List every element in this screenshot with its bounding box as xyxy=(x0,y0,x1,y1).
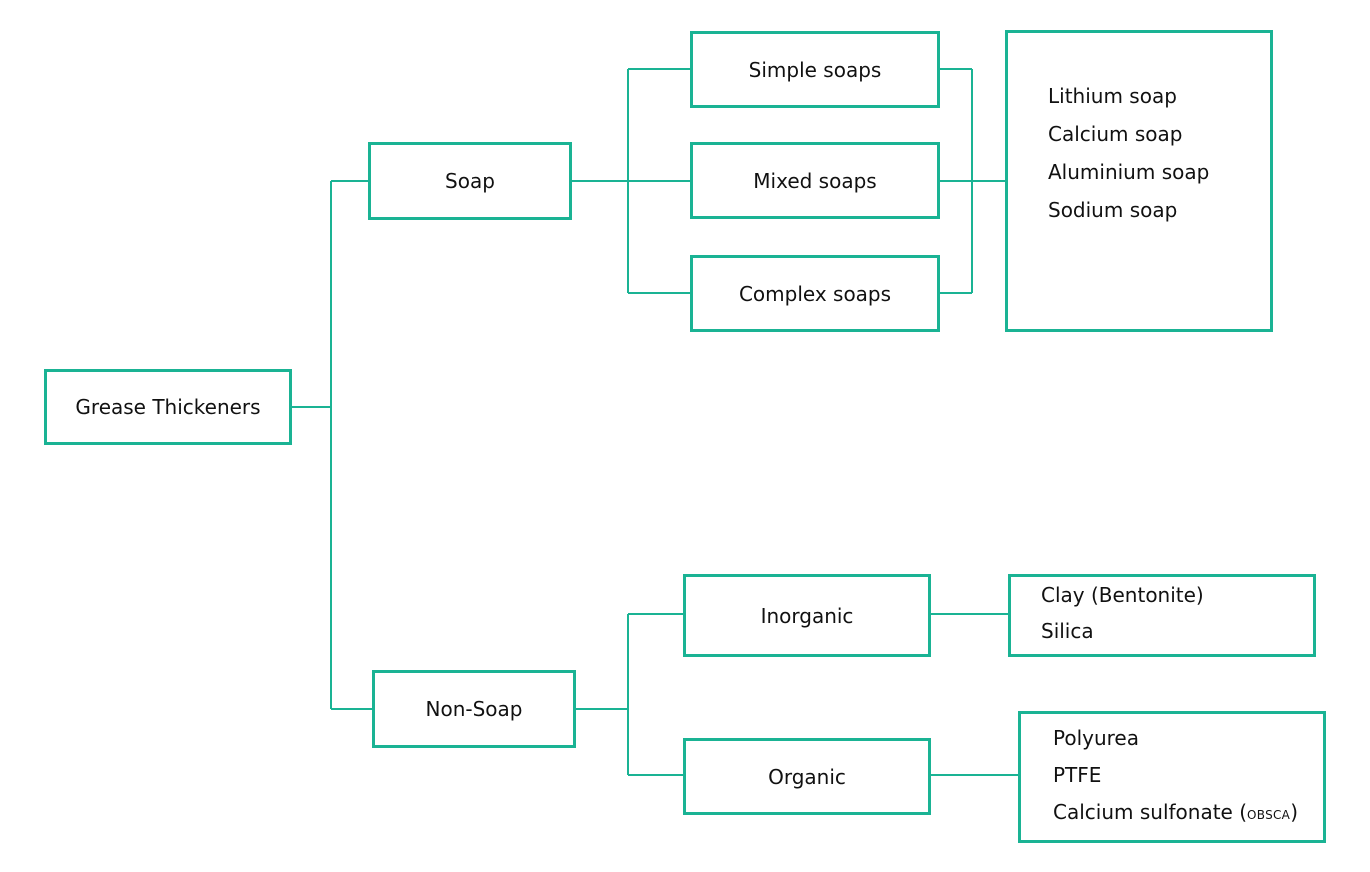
node-non-soap-label: Non-Soap xyxy=(425,697,523,721)
obsca-abbreviation: OBSCA xyxy=(1247,808,1291,822)
node-complex-soaps: Complex soaps xyxy=(690,255,940,332)
node-organic: Organic xyxy=(683,738,931,815)
organic-example-item-calcium-sulfonate: Calcium sulfonate (OBSCA) xyxy=(1053,794,1323,834)
node-simple-soaps-label: Simple soaps xyxy=(748,57,882,82)
organic-example-item: PTFE xyxy=(1053,763,1102,787)
inorganic-example-item: Clay (Bentonite) xyxy=(1041,582,1204,607)
node-soap-label: Soap xyxy=(445,169,495,193)
node-mixed-soaps-label: Mixed soaps xyxy=(753,168,877,193)
node-mixed-soaps: Mixed soaps xyxy=(690,142,940,219)
node-grease-thickeners-label: Grease Thickeners xyxy=(75,395,261,419)
node-non-soap: Non-Soap xyxy=(372,670,576,748)
soap-example-item: Calcium soap xyxy=(1048,122,1183,146)
node-inorganic-label: Inorganic xyxy=(760,603,854,628)
soap-example-item: Sodium soap xyxy=(1048,198,1178,222)
calcium-sulfonate-close-paren: ) xyxy=(1290,800,1298,824)
node-inorganic-examples: Clay (Bentonite) Silica xyxy=(1008,574,1316,657)
node-inorganic: Inorganic xyxy=(683,574,931,657)
node-soap-examples: Lithium soap Calcium soap Aluminium soap… xyxy=(1005,30,1273,332)
node-simple-soaps: Simple soaps xyxy=(690,31,940,108)
soap-example-item: Lithium soap xyxy=(1048,84,1177,108)
node-organic-label: Organic xyxy=(768,764,846,789)
calcium-sulfonate-text: Calcium sulfonate ( xyxy=(1053,800,1248,824)
node-organic-examples: Polyurea PTFE Calcium sulfonate (OBSCA) xyxy=(1018,711,1326,843)
soap-example-item: Aluminium soap xyxy=(1048,160,1210,184)
organic-example-item: Polyurea xyxy=(1053,726,1139,750)
node-complex-soaps-label: Complex soaps xyxy=(738,281,892,306)
node-grease-thickeners: Grease Thickeners xyxy=(44,369,292,445)
inorganic-example-item: Silica xyxy=(1041,618,1094,643)
node-soap: Soap xyxy=(368,142,572,220)
